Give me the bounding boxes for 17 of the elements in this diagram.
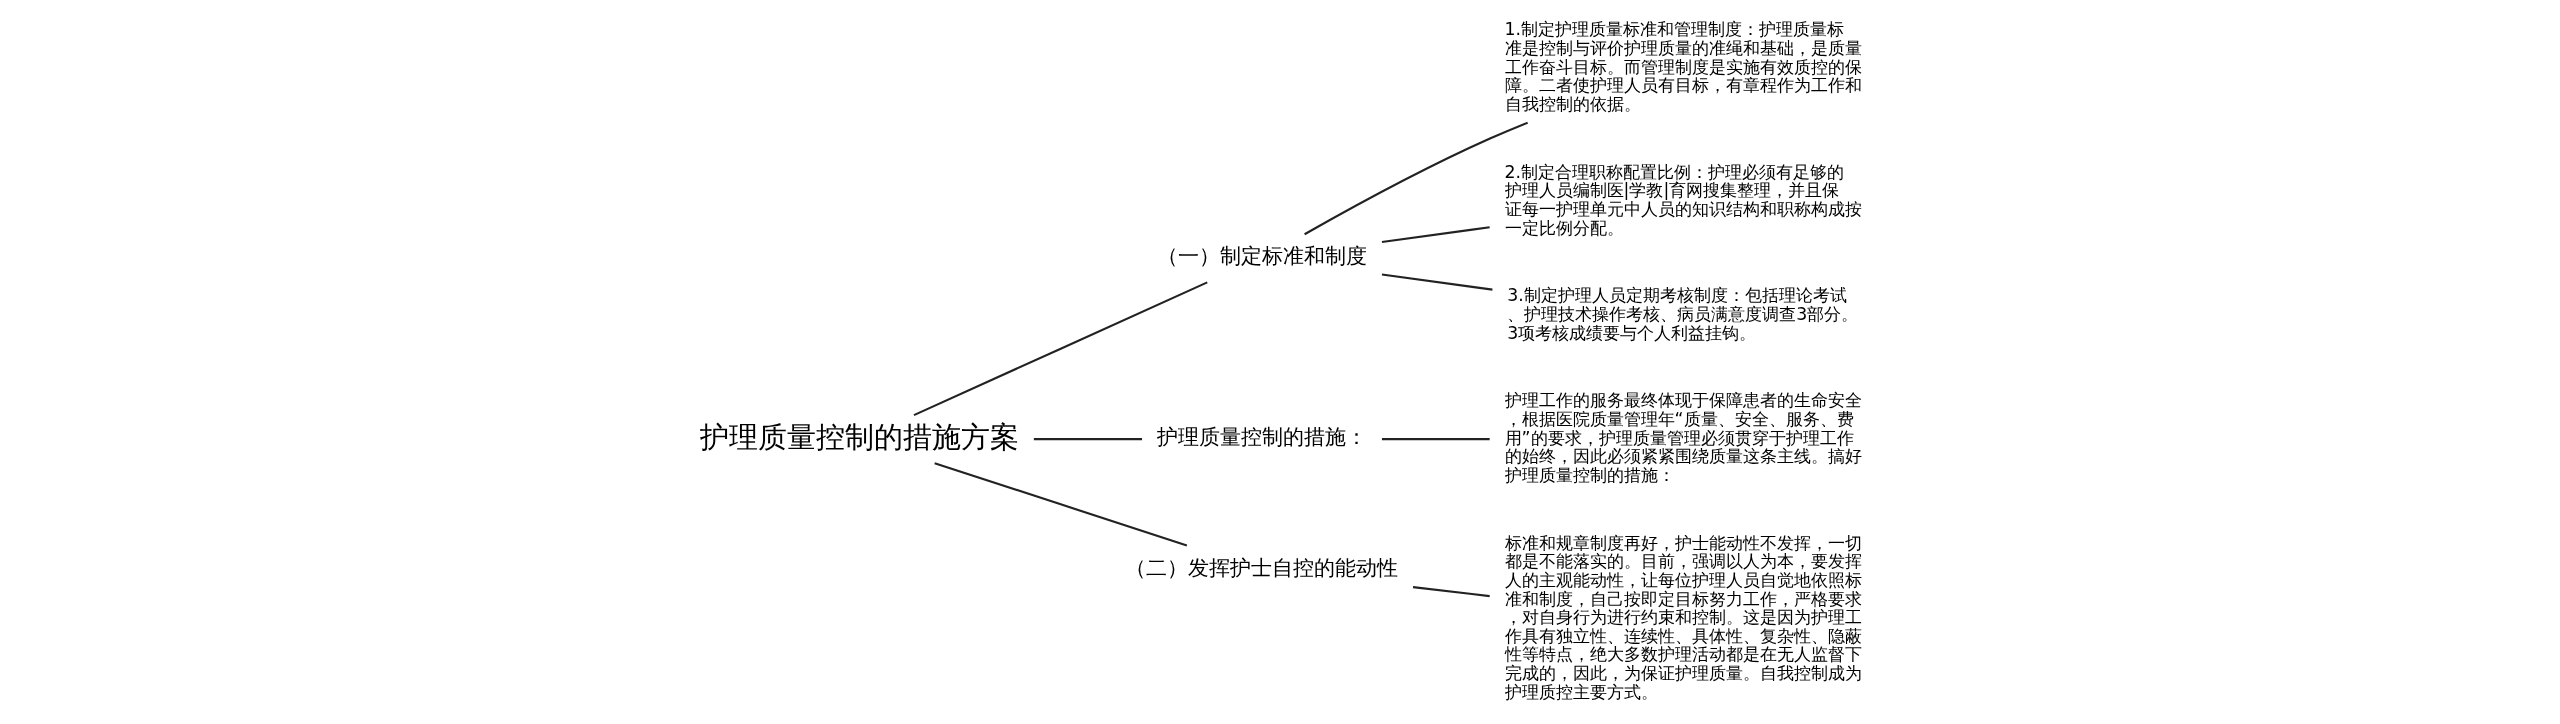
connector <box>1033 438 1142 441</box>
connector <box>1381 273 1493 291</box>
node-text: 护理质量控制的措施方案 <box>699 419 1019 454</box>
node-text: 3.制定护理人员定期考核制度：包括理论考试、护理技术操作考核、病员满意度调查3部分。3项考核成绩要与个人利益挂钩。 <box>1506 285 1858 343</box>
node-text: 2.制定合理职称配置比例：护理必须有足够的护理人员编制医|学教|育网搜集整理，并且保证每一护理单元中人员的知识结构和职称构成按一定比例分配。 <box>1504 161 1862 238</box>
connector <box>1412 586 1490 598</box>
node-text: （一）制定标准和制度 <box>1156 243 1367 269</box>
node-text: 标准和规章制度再好，护士能动性不发挥，一切都是不能落实的。目前，强调以人为本，要发挥人的主观能动性，让每位护理人员自觉地依照标准和制度，自己按即定目标努力工作，严格要求，对自身行为进行约束和控制。这是因为护理工作具有独立性、连续性、具体性、复杂性、隐蔽性等特点，绝大多数护理活动都是在无人监督下完成的，因此，为保证护理质量。自我控制成为护理质控主要方式。 <box>1504 532 1862 702</box>
node-text: 护理工作的服务最终体现于保障患者的生命安全，根据医院质量管理年“质量、安全、服务、费用”的要求，护理质量管理必须贯穿于护理工作的始终，因此必须紧紧围绕质量这条主线。搞好护理质量控制的措施： <box>1504 390 1862 485</box>
connector <box>913 281 1208 417</box>
connector <box>1381 226 1490 244</box>
connector <box>933 462 1187 547</box>
node-text: （二）发挥护士自控的能动性 <box>1124 554 1398 580</box>
connector <box>1303 121 1528 236</box>
node-text: 护理质量控制的措施： <box>1156 424 1367 450</box>
connector <box>1381 438 1490 441</box>
node-text: 1.制定护理质量标准和管理制度：护理质量标准是控制与评价护理质量的准绳和基础，是质量工作奋斗目标。而管理制度是实施有效质控的保障。二者使护理人员有目标，有章程作为工作和自我控制的依据。 <box>1504 19 1862 114</box>
